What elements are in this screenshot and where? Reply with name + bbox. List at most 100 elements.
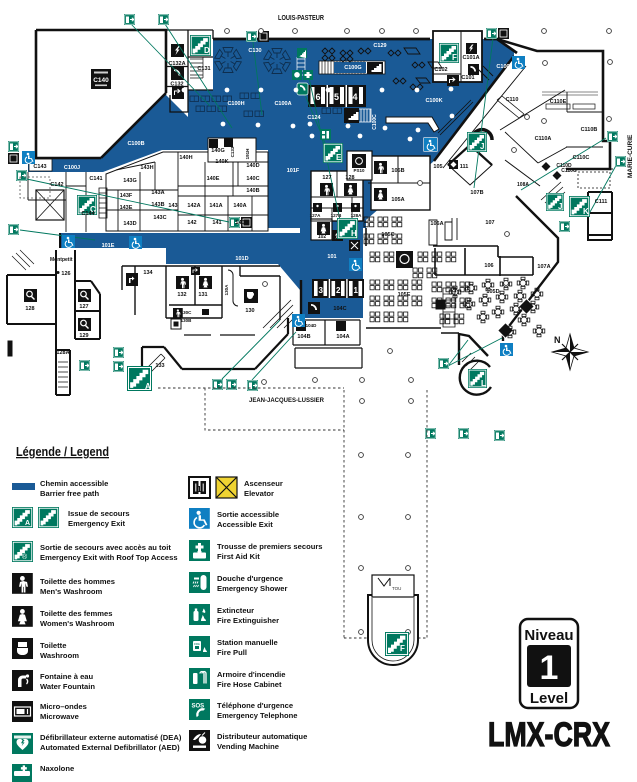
svg-text:Water Fountain: Water Fountain: [40, 682, 95, 691]
svg-text:143H: 143H: [140, 165, 153, 171]
svg-text:140: 140: [235, 220, 244, 226]
svg-text:C: C: [90, 205, 96, 214]
svg-text:105: 105: [433, 164, 442, 170]
svg-text:C100G: C100G: [344, 65, 361, 71]
svg-text:126: 126: [61, 271, 70, 277]
svg-text:101E: 101E: [102, 243, 115, 249]
svg-text:E: E: [336, 153, 342, 162]
svg-text:Micro–ondes: Micro–ondes: [40, 702, 87, 711]
svg-text:C130: C130: [248, 48, 261, 54]
svg-text:104A: 104A: [336, 334, 349, 340]
svg-text:140B: 140B: [246, 188, 259, 194]
svg-text:TOU: TOU: [392, 586, 401, 591]
svg-text:143F: 143F: [120, 193, 133, 199]
svg-text:FIRE: FIRE: [194, 642, 200, 646]
svg-text:143: 143: [168, 203, 177, 209]
svg-text:130B: 130B: [181, 318, 193, 323]
svg-text:1: 1: [354, 286, 359, 295]
svg-text:128: 128: [25, 306, 34, 312]
svg-text:140D: 140D: [246, 163, 259, 169]
svg-text:141A: 141A: [209, 203, 222, 209]
svg-text:C129: C129: [373, 43, 386, 49]
svg-text:Emergency Exit with Roof Top A: Emergency Exit with Roof Top Access: [40, 553, 178, 562]
svg-text:Extincteur: Extincteur: [217, 606, 254, 615]
svg-text:Emergency Exit: Emergency Exit: [68, 519, 125, 528]
svg-text:142A: 142A: [187, 203, 200, 209]
svg-text:Trousse de premiers secours: Trousse de premiers secours: [217, 542, 323, 551]
svg-text:C110G: C110G: [561, 168, 577, 174]
svg-text:C100B: C100B: [127, 141, 144, 147]
svg-text:143A: 143A: [151, 190, 164, 196]
svg-text:Issue de secours: Issue de secours: [68, 509, 130, 518]
svg-text:Sortie accessible: Sortie accessible: [217, 510, 279, 519]
svg-text:Emergency Shower: Emergency Shower: [217, 584, 288, 593]
svg-text:C142: C142: [50, 182, 63, 188]
svg-text:128A: 128A: [351, 213, 363, 218]
svg-text:LMX-CRX: LMX-CRX: [488, 716, 610, 754]
svg-text:107: 107: [485, 220, 494, 226]
svg-text:102: 102: [318, 234, 327, 240]
svg-text:PS10: PS10: [353, 168, 365, 173]
svg-text:Level: Level: [530, 690, 568, 707]
svg-text:108A: 108A: [517, 182, 529, 188]
svg-text:LOUIS-PASTEUR: LOUIS-PASTEUR: [278, 15, 324, 22]
svg-text:C110A: C110A: [535, 136, 552, 142]
svg-text:F: F: [400, 644, 405, 653]
svg-text:C110: C110: [506, 97, 519, 103]
svg-text:141: 141: [212, 220, 221, 226]
svg-text:Washroom: Washroom: [40, 651, 79, 660]
svg-text:H: H: [351, 229, 357, 238]
svg-text:130: 130: [245, 308, 254, 314]
svg-text:C141: C141: [89, 176, 102, 182]
svg-text:105C: 105C: [381, 232, 394, 238]
svg-text:Niveau: Niveau: [524, 627, 573, 644]
svg-text:C102: C102: [434, 67, 447, 73]
svg-text:C110D: C110D: [556, 163, 572, 169]
svg-text:Armoire d'incendie: Armoire d'incendie: [217, 670, 285, 679]
svg-text:131: 131: [198, 292, 207, 298]
svg-text:105A: 105A: [391, 197, 404, 203]
svg-text:127B: 127B: [331, 213, 343, 218]
svg-text:C124: C124: [307, 115, 321, 121]
svg-text:F: F: [452, 53, 457, 62]
svg-text:105E: 105E: [398, 292, 411, 298]
svg-text:143E: 143E: [120, 205, 133, 211]
svg-text:C140: C140: [93, 77, 109, 84]
svg-text:128A: 128A: [56, 350, 69, 356]
svg-text:Accessible Exit: Accessible Exit: [217, 520, 273, 529]
svg-text:C131: C131: [197, 66, 210, 72]
svg-text:Montpetit: Montpetit: [50, 257, 73, 263]
svg-text:J: J: [480, 142, 484, 151]
svg-text:Barrier free path: Barrier free path: [40, 489, 99, 498]
svg-text:101D: 101D: [235, 256, 248, 262]
svg-text:K: K: [583, 207, 589, 216]
svg-text:C133: C133: [230, 146, 235, 157]
svg-text:Chemin accessible: Chemin accessible: [40, 479, 108, 488]
svg-text:142: 142: [187, 220, 196, 226]
svg-text:127: 127: [322, 175, 331, 181]
svg-text:105D: 105D: [486, 289, 499, 295]
svg-text:143D: 143D: [123, 221, 136, 227]
svg-text:J: J: [558, 202, 562, 211]
svg-text:140G: 140G: [211, 148, 224, 154]
svg-text:Automated External Defibrillat: Automated External Defibrillator (AED): [40, 743, 180, 752]
svg-text:C144: C144: [81, 211, 95, 217]
svg-text:Emergency Telephone: Emergency Telephone: [217, 711, 297, 720]
svg-text:JEAN-JACQUES-LUSSIER: JEAN-JACQUES-LUSSIER: [249, 398, 325, 404]
svg-text:105B: 105B: [391, 168, 404, 174]
svg-text:Fontaine à eau: Fontaine à eau: [40, 672, 94, 681]
svg-text:L: L: [481, 379, 486, 388]
svg-text:Téléphone d'urgence: Téléphone d'urgence: [217, 701, 293, 710]
svg-text:Sortie de secours avec accès a: Sortie de secours avec accès au toit: [40, 543, 171, 552]
svg-text:C111: C111: [595, 199, 608, 205]
svg-text:Toilette: Toilette: [40, 641, 66, 650]
svg-text:140K: 140K: [215, 159, 228, 165]
svg-text:C100J: C100J: [64, 165, 80, 171]
svg-text:143B: 143B: [151, 202, 164, 208]
svg-text:Station manuelle: Station manuelle: [217, 638, 278, 647]
svg-text:143G: 143G: [123, 178, 136, 184]
svg-text:C101: C101: [461, 75, 474, 81]
svg-text:128: 128: [345, 175, 354, 181]
svg-text:C110E: C110E: [550, 99, 567, 105]
svg-text:Douche d'urgence: Douche d'urgence: [217, 574, 283, 583]
